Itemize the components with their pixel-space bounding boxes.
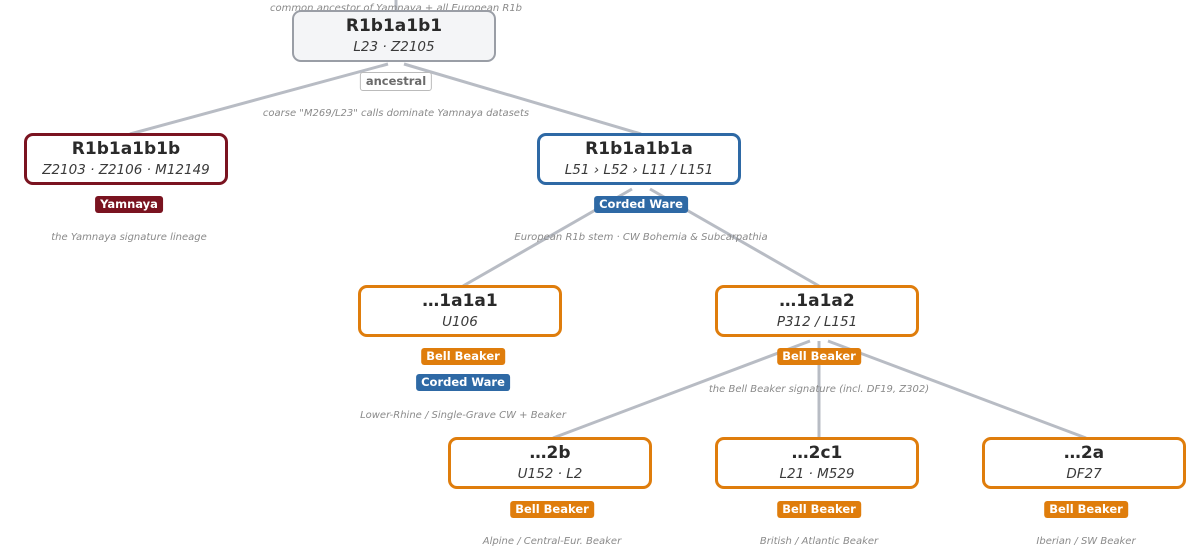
node-name: …2b <box>529 443 571 463</box>
node-name: R1b1a1b1a <box>585 139 693 159</box>
note-root: coarse "M269/L23" calls dominate Yamnaya… <box>262 108 530 119</box>
node-r1b1a1b1b[interactable]: R1b1a1b1b Z2103 · Z2106 · M12149 <box>24 133 228 185</box>
badge-yamnaya: Yamnaya <box>95 196 163 213</box>
node-snps: U106 <box>442 314 478 330</box>
note-l21: British / Atlantic Beaker <box>759 536 879 547</box>
node-snps: L51 › L52 › L11 / L151 <box>564 162 714 178</box>
edge-root-european <box>403 62 642 136</box>
node-r1b1a1b1[interactable]: R1b1a1b1 L23 · Z2105 <box>292 10 496 62</box>
node-snps: L21 · M529 <box>779 466 855 482</box>
node-r1b1a1b1a[interactable]: R1b1a1b1a L51 › L52 › L11 / L151 <box>537 133 741 185</box>
badge-bell-beaker: Bell Beaker <box>1044 501 1128 518</box>
node-df27[interactable]: …2a DF27 <box>982 437 1186 489</box>
node-name: …1a1a2 <box>779 291 855 311</box>
badge-ancestral: ancestral <box>359 72 433 91</box>
edge-p312-l2 <box>552 339 811 440</box>
badge-corded-ware: Corded Ware <box>594 196 688 213</box>
node-snps: P312 / L151 <box>776 314 858 330</box>
node-snps: Z2103 · Z2106 · M12149 <box>42 162 210 178</box>
note-european: European R1b stem · CW Bohemia & Subcarp… <box>514 232 768 243</box>
note-u106: Lower-Rhine / Single-Grave CW + Beaker <box>360 410 566 421</box>
node-name: R1b1a1b1 <box>345 16 443 36</box>
edge-root-yamnaya <box>129 62 389 136</box>
note-df27: Iberian / SW Beaker <box>1036 536 1136 547</box>
edge-p312-df27 <box>827 339 1087 440</box>
node-name: …2c1 <box>791 443 843 463</box>
node-l21[interactable]: …2c1 L21 · M529 <box>715 437 919 489</box>
node-snps: U152 · L2 <box>517 466 583 482</box>
node-name: …2a <box>1063 443 1105 463</box>
node-l2[interactable]: …2b U152 · L2 <box>448 437 652 489</box>
badge-bell-beaker: Bell Beaker <box>777 348 861 365</box>
badge-bell-beaker: Bell Beaker <box>510 501 594 518</box>
badge-bell-beaker: Bell Beaker <box>777 501 861 518</box>
node-u106[interactable]: …1a1a1 U106 <box>358 285 562 337</box>
note-p312: the Bell Beaker signature (incl. DF19, Z… <box>708 384 930 395</box>
badge-corded-ware: Corded Ware <box>416 374 510 391</box>
top-note: common ancestor of Yamnaya + all Europea… <box>269 3 523 14</box>
node-name: R1b1a1b1b <box>71 139 181 159</box>
note-l2: Alpine / Central-Eur. Beaker <box>482 536 622 547</box>
note-yamnaya: the Yamnaya signature lineage <box>51 232 207 243</box>
node-snps: L23 · Z2105 <box>353 39 435 55</box>
node-name: …1a1a1 <box>422 291 498 311</box>
node-p312[interactable]: …1a1a2 P312 / L151 <box>715 285 919 337</box>
badge-bell-beaker: Bell Beaker <box>421 348 505 365</box>
node-snps: DF27 <box>1066 466 1102 482</box>
